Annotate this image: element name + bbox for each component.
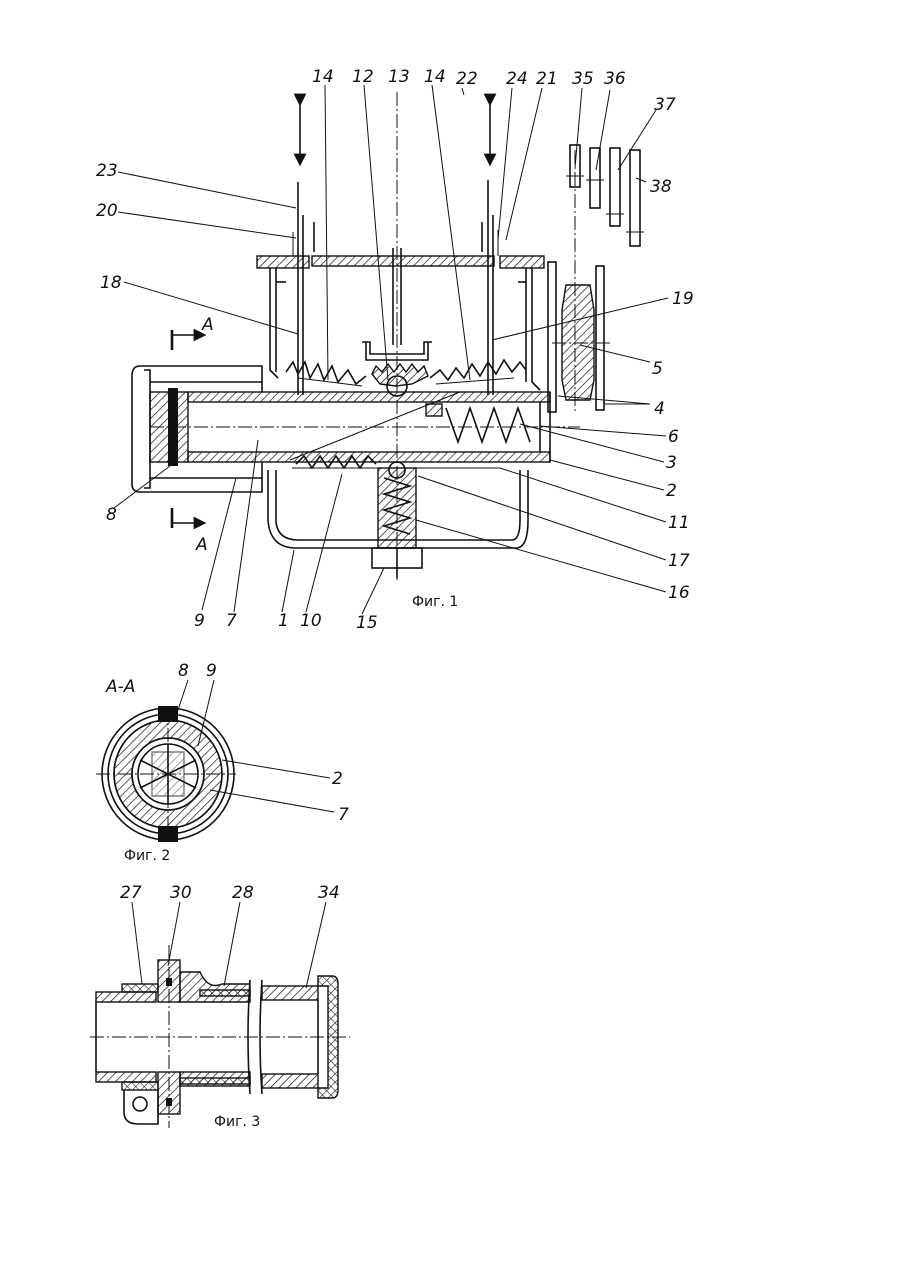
fig1-label: 16 <box>668 583 690 603</box>
lower-housing <box>268 462 528 578</box>
figure-1-assembly: A A <box>96 67 694 633</box>
fig1-label: 7 <box>226 611 237 631</box>
fig1-label: 13 <box>388 67 410 87</box>
fig1-label: 22 <box>456 69 478 89</box>
fig3-label: 30 <box>170 883 192 903</box>
fig1-label: 35 <box>572 69 594 89</box>
fig1-label: 11 <box>668 513 690 533</box>
fig1-label: 6 <box>668 427 679 447</box>
fig1-caption: Фиг. 1 <box>412 594 458 610</box>
fig1-label: 18 <box>100 273 122 293</box>
fig1-label: 4 <box>654 399 665 419</box>
fig1-label: 19 <box>672 289 694 309</box>
fig3-label: 34 <box>318 883 340 903</box>
fig1-label: 9 <box>194 611 205 631</box>
fig1-label: 38 <box>650 177 672 197</box>
fig1-label: 24 <box>506 69 528 89</box>
figure-2-section-aa: А-А 8 9 2 7 Фиг. 2 <box>96 661 349 864</box>
fig2-label: 8 <box>178 661 189 681</box>
fig1-label: 15 <box>356 613 378 633</box>
fig1-label: 14 <box>312 67 334 87</box>
fig1-label: 17 <box>668 551 690 571</box>
fig1-label: 3 <box>666 453 677 473</box>
fig2-label: 9 <box>206 661 217 681</box>
fig2-label: 7 <box>338 805 349 825</box>
fig1-label: 8 <box>106 505 117 525</box>
pulley-assembly <box>548 145 644 412</box>
fig1-label: 2 <box>666 481 677 501</box>
fig3-caption: Фиг. 3 <box>214 1114 260 1130</box>
fig1-label: 5 <box>652 359 663 379</box>
fig1-label: 1 <box>278 611 289 631</box>
section-marker-bottom: A <box>195 535 208 555</box>
fig1-label: 21 <box>536 69 558 89</box>
figure-3-tube: 27 30 28 34 Фиг. 3 <box>90 883 350 1130</box>
section-marker-top: A <box>201 315 214 335</box>
fig2-caption: Фиг. 2 <box>124 848 170 864</box>
fig1-label: 20 <box>96 201 118 221</box>
fig1-label: 36 <box>604 69 626 89</box>
fig2-title: А-А <box>105 677 135 697</box>
fig1-label: 37 <box>654 95 676 115</box>
fig2-label: 2 <box>332 769 343 789</box>
fig1-label: 10 <box>300 611 322 631</box>
fig1-label: 23 <box>96 161 118 181</box>
fig3-label: 28 <box>232 883 254 903</box>
fig1-label: 14 <box>424 67 446 87</box>
fig3-label: 27 <box>120 883 142 903</box>
main-barrel: A A <box>132 315 580 555</box>
fig1-label: 12 <box>352 67 374 87</box>
